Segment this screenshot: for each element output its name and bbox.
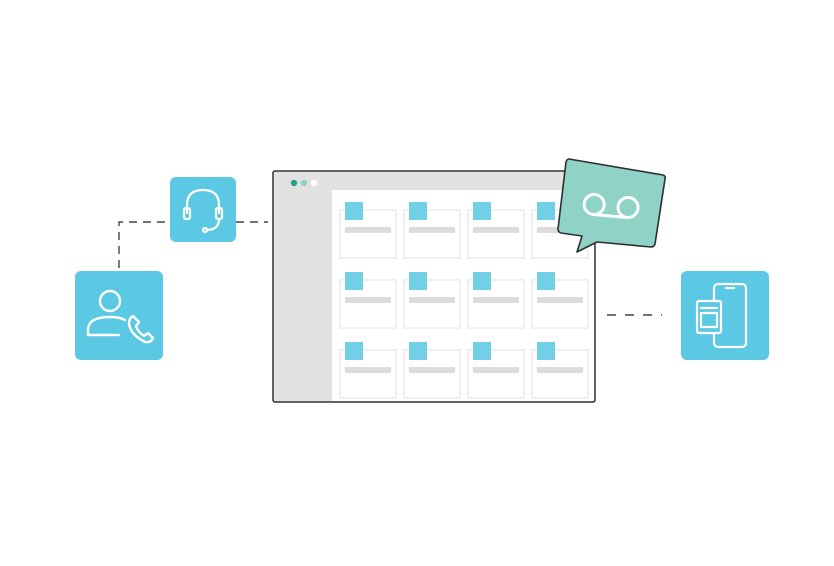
card-frame bbox=[339, 279, 397, 329]
card-thumbnail bbox=[345, 272, 363, 290]
user-phone-icon bbox=[86, 289, 155, 344]
content-card bbox=[339, 202, 397, 259]
card-text-placeholder bbox=[345, 297, 391, 303]
content-card bbox=[403, 342, 461, 399]
card-text-placeholder bbox=[473, 297, 519, 303]
window-titlebar bbox=[274, 172, 594, 190]
mobile-devices-tile bbox=[681, 271, 769, 360]
card-text-placeholder bbox=[409, 367, 455, 373]
card-thumbnail bbox=[473, 202, 491, 220]
card-thumbnail bbox=[409, 202, 427, 220]
content-card bbox=[531, 342, 589, 399]
card-text-placeholder bbox=[473, 227, 519, 233]
card-thumbnail bbox=[537, 272, 555, 290]
card-text-placeholder bbox=[345, 227, 391, 233]
card-thumbnail bbox=[537, 342, 555, 360]
content-card bbox=[403, 202, 461, 259]
contact-call-tile bbox=[75, 271, 163, 360]
window-sidebar bbox=[274, 172, 332, 401]
content-card bbox=[467, 202, 525, 259]
card-text-placeholder bbox=[473, 367, 519, 373]
window-dot-1 bbox=[290, 179, 298, 187]
mobile-devices-icon bbox=[695, 282, 748, 349]
card-thumbnail bbox=[345, 202, 363, 220]
card-thumbnail bbox=[473, 342, 491, 360]
card-thumbnail bbox=[345, 342, 363, 360]
window-dot-3 bbox=[310, 179, 318, 187]
card-frame bbox=[339, 209, 397, 259]
card-text-placeholder bbox=[409, 227, 455, 233]
connector-user-to-headset bbox=[118, 221, 170, 268]
card-text-placeholder bbox=[345, 367, 391, 373]
headset-tile bbox=[170, 177, 236, 242]
card-frame bbox=[467, 279, 525, 329]
content-card bbox=[339, 342, 397, 399]
content-card bbox=[339, 272, 397, 329]
card-frame bbox=[467, 349, 525, 399]
card-frame bbox=[403, 279, 461, 329]
voicemail-bubble-shape bbox=[557, 158, 667, 253]
card-text-placeholder bbox=[409, 297, 455, 303]
voicemail-icon bbox=[582, 193, 640, 219]
window-dot-2 bbox=[300, 179, 308, 187]
content-card bbox=[467, 272, 525, 329]
card-thumbnail bbox=[409, 272, 427, 290]
card-text-placeholder bbox=[537, 297, 583, 303]
content-card bbox=[467, 342, 525, 399]
card-thumbnail bbox=[409, 342, 427, 360]
content-card bbox=[531, 272, 589, 329]
card-thumbnail bbox=[473, 272, 491, 290]
headset-icon bbox=[182, 188, 224, 234]
content-card bbox=[403, 272, 461, 329]
card-thumbnail bbox=[537, 202, 555, 220]
card-text-placeholder bbox=[537, 367, 583, 373]
